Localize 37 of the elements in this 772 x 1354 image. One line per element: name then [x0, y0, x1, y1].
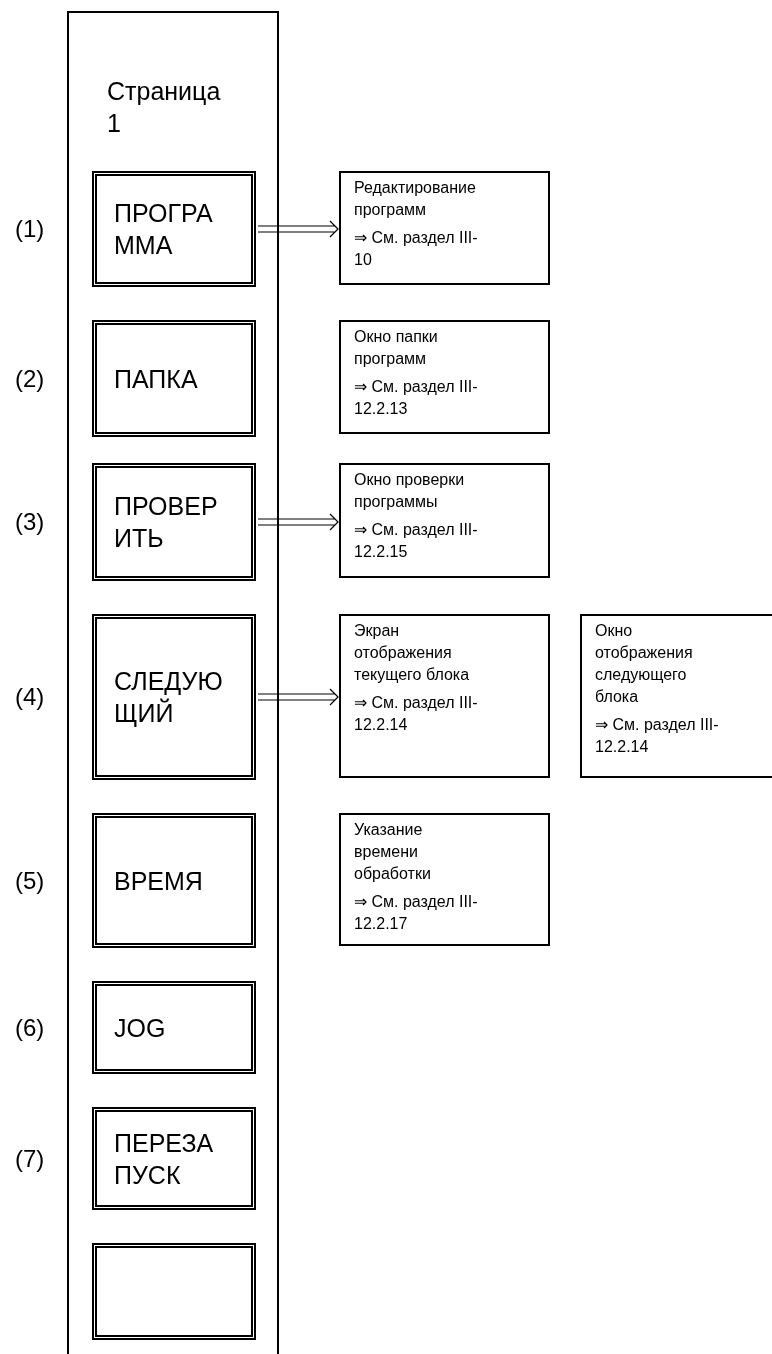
callout-number: (4) — [15, 683, 46, 711]
double-arrow — [257, 688, 339, 706]
softkey-label: ПАПКА — [114, 363, 199, 395]
callout-number: (5) — [15, 866, 46, 895]
softkey-label: ПРОГРА ММА — [114, 198, 214, 261]
double-arrow — [257, 513, 339, 531]
section-reference: ⇒ См. раздел III-12.2.17 — [354, 892, 479, 934]
softkey-button — [92, 1243, 256, 1340]
screen-description: Экран отображения текущего блока — [354, 621, 471, 685]
section-reference: ⇒ См. раздел III-10 — [354, 228, 479, 270]
screen-description: Редактирование программ — [354, 178, 477, 220]
section-reference: ⇒ См. раздел III-12.2.14 — [595, 715, 720, 757]
callout-number: (3) — [15, 508, 46, 536]
info-box — [339, 171, 550, 285]
softkey-label: ПЕРЕЗА ПУСК — [114, 1127, 215, 1191]
softkey-label: ПРОВЕР ИТЬ — [114, 491, 219, 554]
screen-description: Указание времени обработки — [354, 820, 432, 884]
section-reference: ⇒ См. раздел III-12.2.13 — [354, 377, 479, 419]
double-arrow — [257, 220, 339, 238]
callout-number: (6) — [15, 1013, 46, 1042]
softkey-label: СЛЕДУЮ ЩИЙ — [114, 666, 224, 729]
info-box — [580, 614, 772, 778]
softkey-label: ВРЕМЯ — [114, 865, 204, 897]
softkey-label: JOG — [114, 1012, 167, 1044]
callout-number: (2) — [15, 364, 46, 393]
info-box — [339, 463, 550, 578]
info-box — [339, 614, 550, 778]
screen-description: Окно отображения следующего блока — [595, 621, 694, 707]
callout-number: (7) — [15, 1144, 46, 1173]
section-reference: ⇒ См. раздел III-12.2.15 — [354, 520, 479, 562]
callout-number: (1) — [15, 215, 46, 243]
info-box — [339, 320, 550, 434]
section-reference: ⇒ См. раздел III-12.2.14 — [354, 693, 479, 735]
info-box — [339, 813, 550, 946]
page-title: Страница 1 — [107, 76, 222, 139]
screen-description: Окно папки программ — [354, 327, 439, 369]
screen-description: Окно проверки программы — [354, 470, 466, 512]
